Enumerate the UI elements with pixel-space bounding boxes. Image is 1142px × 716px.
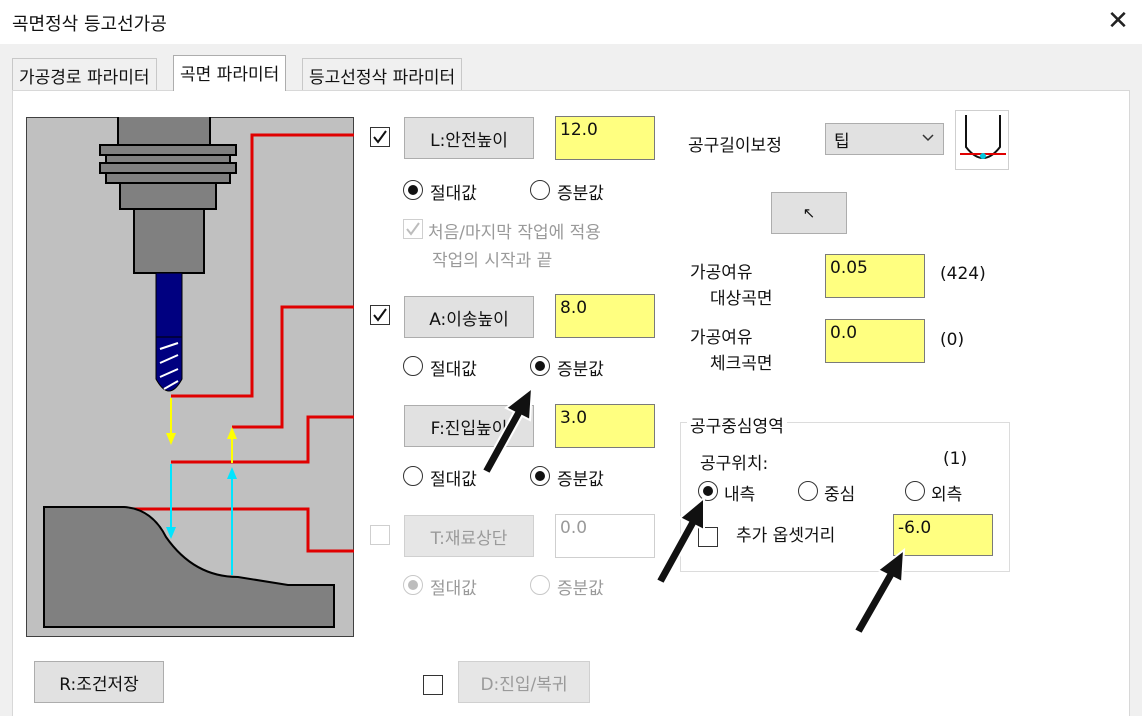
safety-incremental-label: 증분값: [557, 184, 604, 204]
tab-label: 가공경로 파라미터: [19, 68, 150, 88]
top-of-stock-button[interactable]: T:재료상단: [404, 515, 534, 557]
arrow-to-retract-incremental-icon: [480, 385, 534, 476]
tool-length-selected: 팁: [834, 132, 850, 152]
safety-incremental-radio[interactable]: [530, 180, 550, 200]
top-of-stock-input[interactable]: 0.0: [555, 514, 655, 558]
tool-position-outside-label: 외측: [931, 485, 963, 505]
stock-drive-count: (424): [940, 264, 986, 284]
apply-first-last-checkbox[interactable]: [403, 219, 423, 239]
window-title: 곡면정삭 등고선가공: [12, 14, 167, 35]
top-of-stock-checkbox[interactable]: [370, 525, 390, 545]
stock-check-sublabel: 체크곡면: [710, 354, 773, 374]
height-diagram: [26, 117, 354, 637]
tab-label: 곡면 파라미터: [180, 65, 280, 85]
tool-position-label: 공구위치:: [700, 454, 769, 474]
retract-height-line: [232, 305, 354, 429]
close-icon[interactable]: ✕: [1107, 6, 1129, 36]
tool-position-center-radio[interactable]: [798, 481, 818, 501]
tab-label: 등고선정삭 파라미터: [309, 68, 456, 88]
tool-position-center-label: 중심: [824, 485, 856, 505]
select-point-button[interactable]: ↖: [771, 192, 847, 234]
safety-absolute-radio[interactable]: [403, 180, 423, 200]
safety-height-checkbox[interactable]: [370, 127, 390, 147]
retract-absolute-label: 절대값: [430, 360, 477, 380]
safety-height-input[interactable]: 12.0: [555, 116, 655, 160]
apply-first-last-sublabel: 작업의 시작과 끝: [432, 251, 553, 271]
apply-first-last-label: 처음/마지막 작업에 적용: [428, 223, 601, 243]
feed-height-input[interactable]: 3.0: [555, 404, 655, 448]
ball-tip-icon: [960, 115, 1006, 159]
tab-surface-parameters[interactable]: 곡면 파라미터: [173, 55, 287, 91]
retract-height-button[interactable]: A:이송높이: [404, 296, 534, 338]
level-lines: [126, 133, 354, 553]
feed-absolute-radio[interactable]: [403, 466, 423, 486]
feed-height-line: [171, 415, 354, 464]
extra-offset-checkbox[interactable]: [698, 527, 718, 547]
tool-length-select[interactable]: 팁: [825, 123, 944, 155]
retract-incremental-radio[interactable]: [530, 356, 550, 376]
entry-exit-button[interactable]: D:진입/복귀: [458, 661, 590, 703]
top-absolute-radio[interactable]: [403, 575, 423, 595]
top-incremental-label: 증분값: [557, 579, 604, 599]
extra-offset-label: 추가 옵셋거리: [736, 526, 836, 546]
safety-height-button[interactable]: L:안전높이: [404, 117, 534, 159]
stock-check-label: 가공여유: [690, 328, 753, 348]
tool-center-title: 공구중심영역: [687, 412, 787, 437]
top-of-stock-line: [126, 507, 354, 553]
stock-drive-input[interactable]: 0.05: [825, 254, 925, 298]
title-bar: 곡면정삭 등고선가공 ✕: [0, 0, 1142, 44]
tool-position-count: (1): [943, 449, 968, 469]
chevron-down-icon: [922, 134, 934, 142]
stock-check-input[interactable]: 0.0: [825, 319, 925, 363]
stock-check-count: (0): [940, 330, 965, 350]
retract-absolute-radio[interactable]: [403, 356, 423, 376]
entry-exit-checkbox[interactable]: [423, 675, 443, 695]
tab-contour-finish-parameters[interactable]: 등고선정삭 파라미터: [302, 58, 463, 90]
feed-arrows: [166, 398, 237, 575]
tool-center-group: [680, 422, 1010, 572]
ball-end-mill-icon: [155, 272, 183, 392]
stock-drive-label: 가공여유: [690, 263, 753, 283]
arrow-to-offset-input-icon: [852, 547, 906, 636]
feed-absolute-label: 절대값: [430, 470, 477, 490]
arrow-to-inside-radio-icon: [654, 495, 705, 586]
safety-absolute-label: 절대값: [430, 184, 477, 204]
stock-shape: [43, 506, 335, 628]
extra-offset-input[interactable]: -6.0: [893, 514, 993, 556]
retract-height-checkbox[interactable]: [370, 305, 390, 325]
safety-height-line: [171, 133, 354, 398]
retract-incremental-label: 증분값: [557, 360, 604, 380]
pointer-icon: ↖: [802, 204, 816, 222]
retract-height-input[interactable]: 8.0: [555, 294, 655, 338]
tool-position-outside-radio[interactable]: [905, 481, 925, 501]
feed-incremental-radio[interactable]: [530, 466, 550, 486]
stock-drive-sublabel: 대상곡면: [710, 289, 773, 309]
tool-holder-icon: [99, 117, 237, 274]
save-conditions-button[interactable]: R:조건저장: [34, 661, 164, 703]
top-incremental-radio[interactable]: [530, 575, 550, 595]
feed-incremental-label: 증분값: [557, 470, 604, 490]
tab-toolpath-parameters[interactable]: 가공경로 파라미터: [12, 58, 157, 90]
tool-position-inside-label: 내측: [724, 485, 756, 505]
tool-tip-preview: [955, 110, 1009, 170]
tool-length-label: 공구길이보정: [688, 136, 782, 156]
top-absolute-label: 절대값: [430, 579, 477, 599]
tool-position-inside-radio[interactable]: [698, 481, 718, 501]
